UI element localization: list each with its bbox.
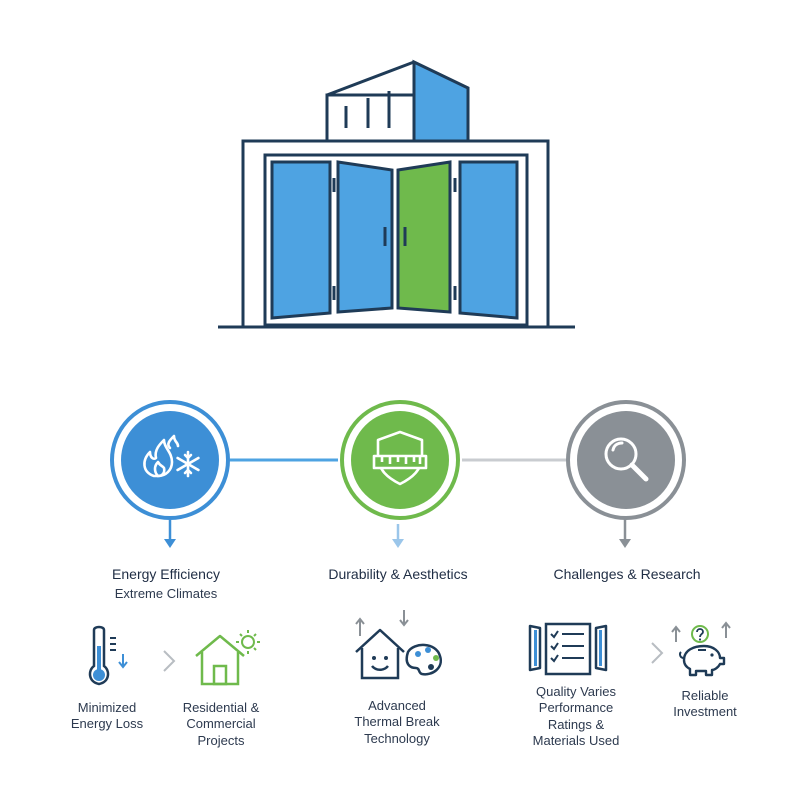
label-line: Technology <box>364 730 430 746</box>
door-panel-1 <box>270 160 332 320</box>
minimized-energy-loss-label: Minimized Energy Loss <box>52 700 162 733</box>
challenges-title: Challenges & Research <box>553 566 701 582</box>
label-line: Reliable <box>681 688 729 703</box>
thermometer-icon <box>88 625 128 686</box>
chevron-right-icon <box>163 650 176 672</box>
door-panel-3 <box>396 160 452 314</box>
smiling-house-palette-icon <box>355 610 443 680</box>
label-line: Residential & <box>182 700 260 715</box>
door-panel-4 <box>458 160 519 320</box>
flame-snowflake-icon <box>143 434 200 478</box>
shield-ruler-icon <box>372 430 428 486</box>
roof-block <box>325 59 470 143</box>
timeline-connectors <box>164 458 631 548</box>
thermal-break-label: Advanced Thermal Break Technology <box>340 698 454 747</box>
durability-title: Durability & Aesthetics <box>328 566 468 582</box>
checklist-window-icon <box>528 622 608 676</box>
label-line: Quality Varies <box>536 684 616 699</box>
arrow-down-3 <box>619 518 631 548</box>
energy-efficiency-title: Energy Efficiency <box>112 566 220 582</box>
piggy-bank-icon <box>671 621 731 677</box>
label-line: Investment <box>673 704 737 720</box>
quality-varies-label: Quality Varies Performance Ratings & Mat… <box>516 684 636 749</box>
label-line: Performance <box>538 700 614 716</box>
door-hinges <box>332 178 457 300</box>
arrow-down-2 <box>392 524 404 548</box>
bifold-door-illustration <box>218 59 575 329</box>
label-line: Projects <box>197 732 245 748</box>
label-line: Commercial <box>186 716 256 732</box>
challenges-circle <box>566 400 686 520</box>
door-panel-2 <box>336 160 394 314</box>
label-line: Ratings & <box>547 716 605 732</box>
label-line: Materials Used <box>532 732 620 748</box>
energy-efficiency-circle <box>110 400 230 520</box>
residential-commercial-label: Residential & Commercial Projects <box>168 700 274 749</box>
chevron-right-icon <box>651 642 664 664</box>
label-line: Thermal Break <box>354 714 440 730</box>
arrow-down-1 <box>164 520 176 548</box>
reliable-investment-label: Reliable Investment <box>650 688 760 721</box>
label-line: Energy Loss <box>70 716 144 732</box>
label-line: Advanced <box>368 698 426 713</box>
label-line: Minimized <box>77 700 137 715</box>
magnifier-icon <box>604 437 649 482</box>
house-sun-icon <box>195 630 260 686</box>
energy-efficiency-subtitle: Extreme Climates <box>114 586 218 601</box>
durability-circle <box>340 400 460 520</box>
